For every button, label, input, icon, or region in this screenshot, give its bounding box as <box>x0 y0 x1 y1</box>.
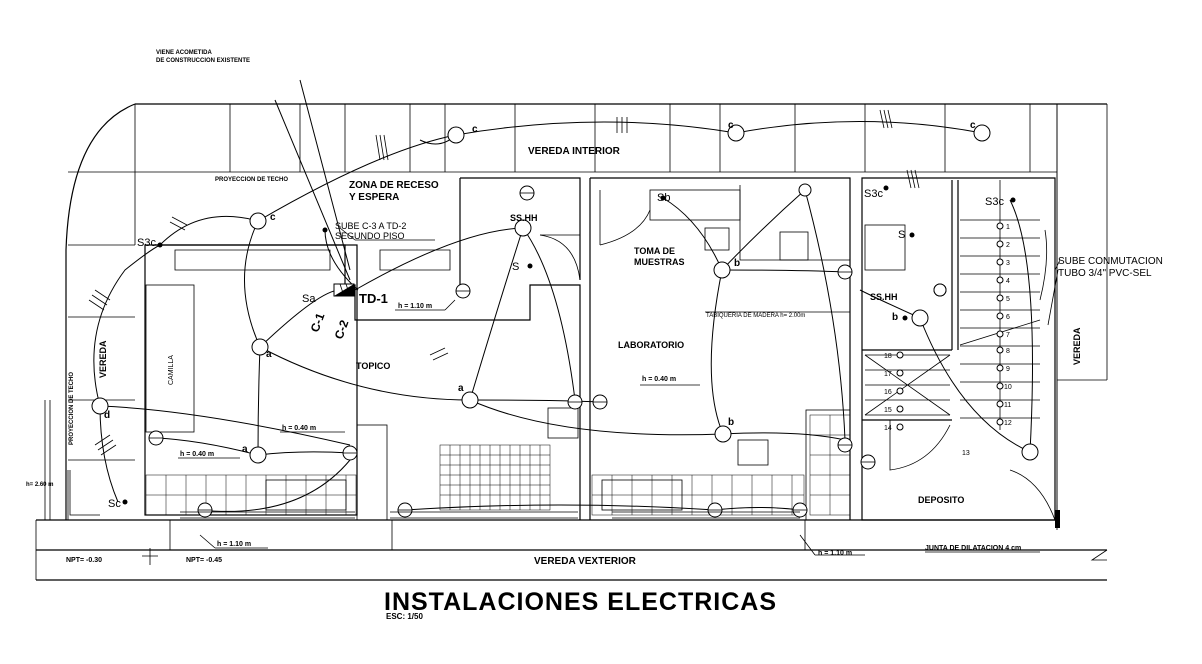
stair-step-6: 6 <box>1006 314 1010 321</box>
room-topico: TOPICO <box>356 361 390 371</box>
panel-td1 <box>333 283 355 297</box>
stair-step-13: 13 <box>962 450 970 457</box>
room-zona-1: ZONA DE RECESO <box>349 180 439 191</box>
note-acometida-1: VIENE ACOMETIDA <box>156 50 212 56</box>
room-vereda-exterior: VEREDA VEXTERIOR <box>534 556 637 567</box>
level-npt1: NPT= -0.30 <box>66 557 102 564</box>
stair-step-5: 5 <box>1006 296 1010 303</box>
room-camilla: CAMILLA <box>168 355 175 385</box>
room-toma-1: TOMA DE <box>634 246 675 256</box>
wiring <box>93 79 1033 512</box>
height-040-lab: h = 0.40 m <box>642 376 676 383</box>
stair-step-12: 12 <box>1004 420 1012 427</box>
stair-numbers: 1 2 3 4 5 6 7 8 9 10 11 12 13 14 15 16 1… <box>884 224 1012 457</box>
note-sube-c3-1: SUBE C-3 A TD-2 <box>335 221 406 231</box>
stair-step-3: 3 <box>1006 260 1010 267</box>
circuit-b-3: b <box>892 312 898 323</box>
room-sshh-2: SS.HH <box>870 292 898 302</box>
circuit-d-1: d <box>104 410 110 421</box>
room-toma-2: MUESTRAS <box>634 257 685 267</box>
door-swings <box>69 209 1056 521</box>
switch-s3c-1: S3c <box>137 237 156 249</box>
level-npt2: NPT= -0.45 <box>186 557 222 564</box>
stair-step-7: 7 <box>1006 332 1010 339</box>
outlets <box>148 185 947 518</box>
switch-s-2: S <box>898 229 905 241</box>
circuit-a-3: a <box>242 444 248 455</box>
circuit-b-1: b <box>734 258 740 269</box>
stair-step-17: 17 <box>884 371 892 378</box>
drawing-text: VIENE ACOMETIDA DE CONSTRUCCION EXISTENT… <box>26 50 1163 567</box>
stair-step-1: 1 <box>1006 224 1010 231</box>
switch-sa: Sa <box>302 293 316 305</box>
circuit-c-2: c <box>728 120 734 131</box>
circuit-c-1: c <box>472 124 478 135</box>
circuit-c-4: c <box>270 212 276 223</box>
room-laboratorio: LABORATORIO <box>618 340 684 350</box>
note-proyeccion-left: PROYECCION DE TECHO <box>69 372 75 445</box>
stair-step-9: 9 <box>1006 366 1010 373</box>
room-vereda-right: VEREDA <box>1072 327 1082 365</box>
conduit-ticks <box>88 109 920 456</box>
circuit-b-2: b <box>728 417 734 428</box>
panel-td1-label: TD-1 <box>359 291 388 306</box>
exterior-bottom <box>35 400 1108 581</box>
drawing-scale: ESC: 1/50 <box>386 612 423 621</box>
tiled-areas <box>145 414 851 516</box>
stair-markers <box>896 222 1004 431</box>
stair-step-15: 15 <box>884 407 892 414</box>
switch-s-1: S <box>512 261 519 273</box>
switch-sb: Sb <box>657 192 670 204</box>
room-zona-2: Y ESPERA <box>349 192 399 203</box>
switch-sc: Sc <box>108 498 121 510</box>
note-sube-c3-2: SEGUNDO PISO <box>335 231 405 241</box>
stair-step-10: 10 <box>1004 384 1012 391</box>
stair-step-4: 4 <box>1006 278 1010 285</box>
switch-s3c-3: S3c <box>985 196 1004 208</box>
switch-points <box>122 185 1048 505</box>
room-sshh-1: SS.HH <box>510 213 538 223</box>
stair-step-18: 18 <box>884 353 892 360</box>
height-110-bottom-left: h = 1.10 m <box>217 541 251 548</box>
room-vereda-interior: VEREDA INTERIOR <box>528 146 621 157</box>
room-deposito: DEPOSITO <box>918 495 964 505</box>
note-junta: JUNTA DE DILATACION 4 cm <box>925 545 1021 552</box>
height-260: h= 2.60 m <box>26 482 54 488</box>
circuit-c2-label: C-2 <box>332 318 352 341</box>
switch-s3c-2: S3c <box>864 188 883 200</box>
stair-step-11: 11 <box>1004 402 1011 409</box>
room-vereda-left: VEREDA <box>98 340 108 378</box>
note-acometida-2: DE CONSTRUCCION EXISTENTE <box>156 58 250 64</box>
stair-step-16: 16 <box>884 389 892 396</box>
note-tabiqueria: TABIQUERIA DE MADERA h= 2.00m <box>706 313 805 319</box>
note-sube-conm-2: TUBO 3/4" PVC-SEL <box>1058 268 1152 279</box>
height-040-topico: h = 0.40 m <box>282 425 316 432</box>
circuit-a-2: a <box>458 383 464 394</box>
note-proyeccion-top: PROYECCION DE TECHO <box>215 177 288 183</box>
height-110-top: h = 1.10 m <box>398 303 432 310</box>
height-040-left: h = 0.40 m <box>180 451 214 458</box>
light-fixtures <box>91 124 1039 464</box>
stair-step-2: 2 <box>1006 242 1010 249</box>
circuit-c-3: c <box>970 120 976 131</box>
paving-grid <box>65 103 1108 520</box>
building-walls <box>144 177 1056 521</box>
dimension-leaders <box>142 227 1061 565</box>
note-sube-conm-1: SUBE CONMUTACION <box>1058 256 1163 267</box>
stair-step-8: 8 <box>1006 348 1010 355</box>
drawing-title: INSTALACIONES ELECTRICAS <box>384 588 777 616</box>
circuit-a-1: a <box>266 349 272 360</box>
height-110-bottom-right: h = 1.10 m <box>818 550 852 557</box>
circuit-c1-label: C-1 <box>308 311 328 334</box>
stair-step-14: 14 <box>884 425 892 432</box>
